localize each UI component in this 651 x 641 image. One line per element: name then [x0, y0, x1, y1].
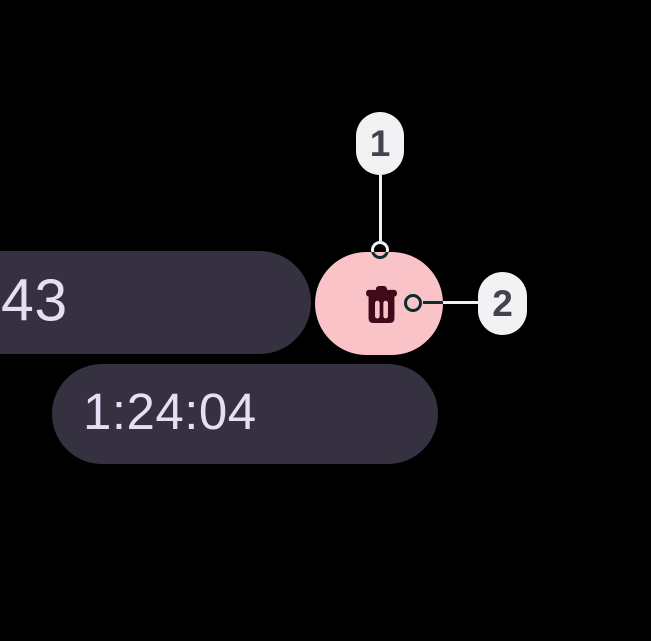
total-time-text: 1:24:04 — [83, 383, 257, 441]
lap-time-pill: 43 — [0, 251, 311, 354]
callout-1-badge: 1 — [356, 112, 404, 175]
total-time-pill: 1:24:04 — [52, 364, 438, 464]
callout-2-line — [423, 301, 478, 304]
callout-2-anchor-ring — [404, 294, 422, 312]
callout-2-badge: 2 — [478, 272, 527, 335]
callout-1-anchor-ring — [371, 241, 389, 259]
callout-1-line — [379, 175, 382, 241]
lap-time-text: 43 — [1, 266, 68, 333]
trash-icon — [364, 285, 397, 323]
